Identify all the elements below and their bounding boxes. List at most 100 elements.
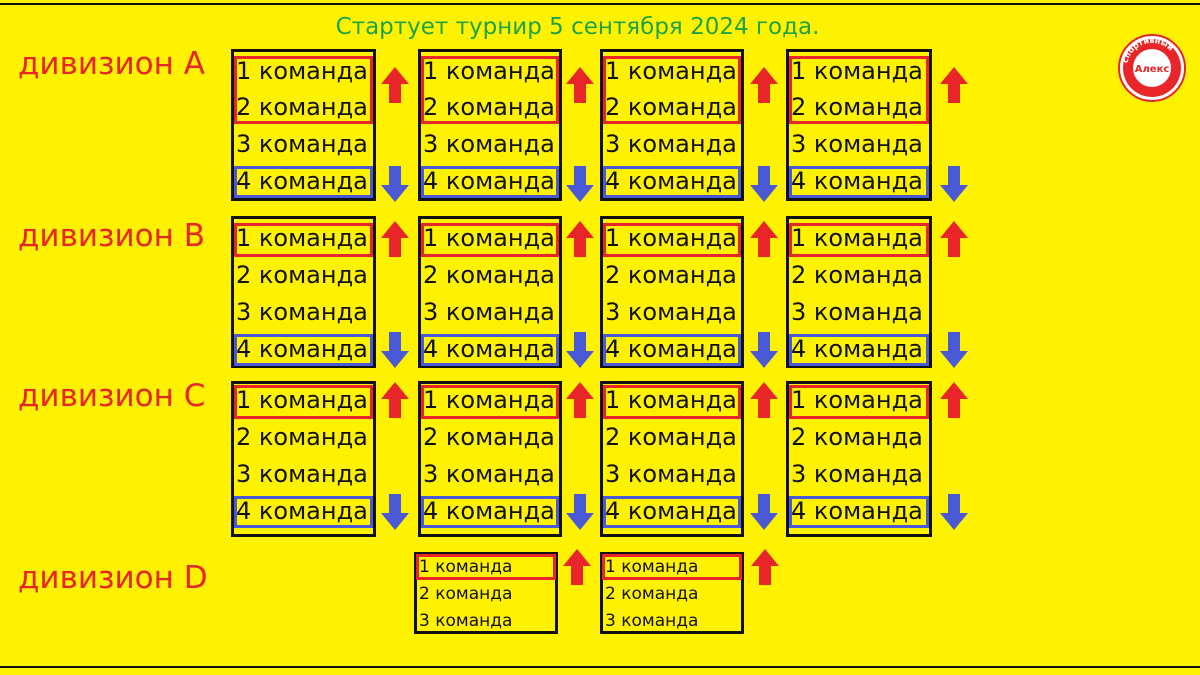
team-entry: 3 команда bbox=[236, 298, 368, 326]
team-entry: 2 команда bbox=[423, 261, 555, 289]
team-entry: 4 команда bbox=[791, 335, 923, 363]
relegation-zone bbox=[789, 496, 929, 528]
team-entry: 1 команда bbox=[791, 57, 923, 85]
promotion-zone bbox=[421, 223, 559, 257]
division-c-label: дивизион С bbox=[18, 378, 206, 414]
team-entry: 2 команда bbox=[236, 261, 368, 289]
promotion-arrow-icon bbox=[750, 67, 778, 103]
promotion-arrow-icon bbox=[563, 549, 591, 585]
team-entry: 1 команда bbox=[791, 386, 923, 414]
relegation-zone bbox=[603, 496, 741, 528]
team-entry: 2 команда bbox=[423, 423, 555, 451]
team-entry: 4 команда bbox=[791, 497, 923, 525]
team-entry: 2 команда bbox=[791, 261, 923, 289]
team-entry: 3 команда bbox=[423, 130, 555, 158]
team-entry: 3 команда bbox=[419, 610, 513, 631]
top-rule bbox=[0, 3, 1200, 5]
group-box bbox=[786, 216, 932, 368]
team-entry: 1 команда bbox=[605, 556, 699, 577]
promotion-zone bbox=[602, 554, 742, 580]
team-entry: 1 команда bbox=[236, 224, 368, 252]
relegation-arrow-icon bbox=[566, 166, 594, 202]
team-entry: 2 команда bbox=[791, 423, 923, 451]
promotion-zone bbox=[789, 223, 929, 257]
promotion-arrow-icon bbox=[381, 67, 409, 103]
team-entry: 4 команда bbox=[423, 167, 555, 195]
promotion-zone bbox=[603, 385, 741, 419]
team-entry: 1 команда bbox=[423, 386, 555, 414]
relegation-arrow-icon bbox=[940, 494, 968, 530]
team-entry: 4 команда bbox=[236, 167, 368, 195]
team-entry: 1 команда bbox=[236, 57, 368, 85]
team-entry: 3 команда bbox=[423, 298, 555, 326]
team-entry: 4 команда bbox=[423, 335, 555, 363]
promotion-arrow-icon bbox=[940, 221, 968, 257]
team-entry: 2 команда bbox=[236, 93, 368, 121]
team-entry: 3 команда bbox=[423, 460, 555, 488]
group-box bbox=[600, 552, 744, 634]
promotion-zone bbox=[789, 385, 929, 419]
promotion-arrow-icon bbox=[566, 382, 594, 418]
team-entry: 4 команда bbox=[423, 497, 555, 525]
team-entry: 1 команда bbox=[419, 556, 513, 577]
promotion-zone bbox=[234, 385, 373, 419]
promotion-zone bbox=[234, 223, 373, 257]
promotion-arrow-icon bbox=[751, 549, 779, 585]
promotion-arrow-icon bbox=[381, 382, 409, 418]
relegation-arrow-icon bbox=[940, 332, 968, 368]
division-d-label: дивизион D bbox=[18, 560, 208, 596]
promotion-zone bbox=[234, 56, 373, 124]
promotion-arrow-icon bbox=[940, 382, 968, 418]
relegation-arrow-icon bbox=[566, 494, 594, 530]
group-box bbox=[231, 381, 376, 537]
group-box bbox=[786, 49, 932, 201]
relegation-arrow-icon bbox=[750, 494, 778, 530]
group-box bbox=[600, 216, 744, 368]
team-entry: 3 команда bbox=[605, 130, 737, 158]
group-box bbox=[418, 381, 562, 537]
relegation-arrow-icon bbox=[381, 332, 409, 368]
promotion-arrow-icon bbox=[750, 221, 778, 257]
team-entry: 3 команда bbox=[791, 130, 923, 158]
relegation-arrow-icon bbox=[566, 332, 594, 368]
team-entry: 1 команда bbox=[423, 57, 555, 85]
sport-logo: спортивный Алекс bbox=[1118, 34, 1186, 102]
relegation-zone bbox=[234, 334, 373, 366]
group-box bbox=[418, 216, 562, 368]
team-entry: 2 команда bbox=[791, 93, 923, 121]
bottom-rule bbox=[0, 666, 1200, 668]
division-b-label: дивизион В bbox=[18, 218, 205, 254]
team-entry: 1 команда bbox=[236, 386, 368, 414]
promotion-zone bbox=[421, 385, 559, 419]
team-entry: 1 команда bbox=[605, 224, 737, 252]
team-entry: 1 команда bbox=[605, 57, 737, 85]
group-box bbox=[600, 381, 744, 537]
relegation-zone bbox=[603, 334, 741, 366]
promotion-arrow-icon bbox=[566, 67, 594, 103]
division-a-label: дивизион А bbox=[18, 46, 205, 82]
promotion-arrow-icon bbox=[566, 221, 594, 257]
promotion-arrow-icon bbox=[940, 67, 968, 103]
team-entry: 4 команда bbox=[236, 335, 368, 363]
relegation-zone bbox=[421, 334, 559, 366]
relegation-arrow-icon bbox=[940, 166, 968, 202]
relegation-arrow-icon bbox=[381, 494, 409, 530]
group-box bbox=[786, 381, 932, 537]
team-entry: 3 команда bbox=[236, 460, 368, 488]
relegation-zone bbox=[603, 166, 741, 198]
team-entry: 4 команда bbox=[605, 497, 737, 525]
promotion-arrow-icon bbox=[750, 382, 778, 418]
team-entry: 3 команда bbox=[791, 298, 923, 326]
page-title: Стартует турнир 5 сентября 2024 года. bbox=[335, 14, 820, 40]
relegation-zone bbox=[234, 496, 373, 528]
relegation-arrow-icon bbox=[750, 332, 778, 368]
team-entry: 3 команда bbox=[605, 298, 737, 326]
promotion-zone bbox=[416, 554, 556, 580]
team-entry: 3 команда bbox=[236, 130, 368, 158]
promotion-zone bbox=[603, 56, 741, 124]
team-entry: 2 команда bbox=[419, 583, 513, 604]
relegation-zone bbox=[421, 166, 559, 198]
promotion-zone bbox=[789, 56, 929, 124]
team-entry: 1 команда bbox=[605, 386, 737, 414]
logo-text: Алекс bbox=[1135, 64, 1170, 75]
